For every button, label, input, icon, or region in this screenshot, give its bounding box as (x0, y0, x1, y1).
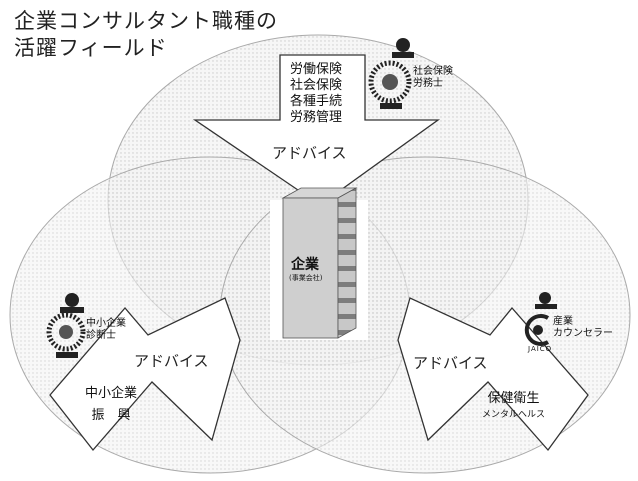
role-line: 労務士 (413, 78, 443, 89)
arrow-top (192, 54, 441, 206)
company-label: 企業 (291, 257, 319, 273)
left-topic: 中小企業 (85, 386, 138, 401)
role-line: 産業 (553, 316, 573, 327)
advice-label-left: アドバイス (134, 352, 209, 370)
diagram-title: 企業コンサルタント職種の 活躍フィールド (14, 8, 278, 62)
arrow-right (397, 297, 589, 452)
title-line-1: 企業コンサルタント職種の (14, 9, 278, 33)
right-topics: 保健衛生 メンタルヘルス (482, 390, 545, 422)
consultant-icon-left (46, 293, 86, 358)
top-topic: 労働保険 (290, 62, 343, 77)
left-topics: 中小企業 振 興 (85, 383, 137, 427)
company-building (270, 187, 368, 340)
title-line-2: 活躍フィールド (14, 36, 168, 60)
right-topic: 保健衛生 (487, 391, 540, 406)
top-topic: 各種手続 (290, 94, 343, 109)
role-line: 診断士 (86, 330, 116, 341)
role-line: 社会保険 (413, 66, 453, 77)
top-topic: 労務管理 (290, 110, 343, 125)
advice-label-right: アドバイス (413, 354, 488, 372)
advice-label-top: アドバイス (272, 144, 347, 162)
role-label-right: 産業 カウンセラー (553, 316, 613, 340)
company-sublabel: (事業会社) (289, 274, 323, 282)
arrow-left (49, 297, 241, 452)
top-topic: 社会保険 (290, 78, 343, 93)
role-line: 中小企業 (86, 318, 126, 329)
org-label: JAICO (528, 345, 553, 353)
consultant-icon-top (368, 38, 414, 109)
right-topic: メンタルヘルス (482, 410, 546, 420)
left-topic: 振 興 (91, 408, 131, 423)
role-label-left: 中小企業 診断士 (86, 318, 126, 342)
top-topics: 労働保険 社会保険 各種手続 労務管理 (290, 62, 342, 126)
role-label-top: 社会保険 労務士 (413, 66, 453, 90)
role-line: カウンセラー (553, 328, 613, 339)
consultant-icon-right (524, 292, 557, 346)
